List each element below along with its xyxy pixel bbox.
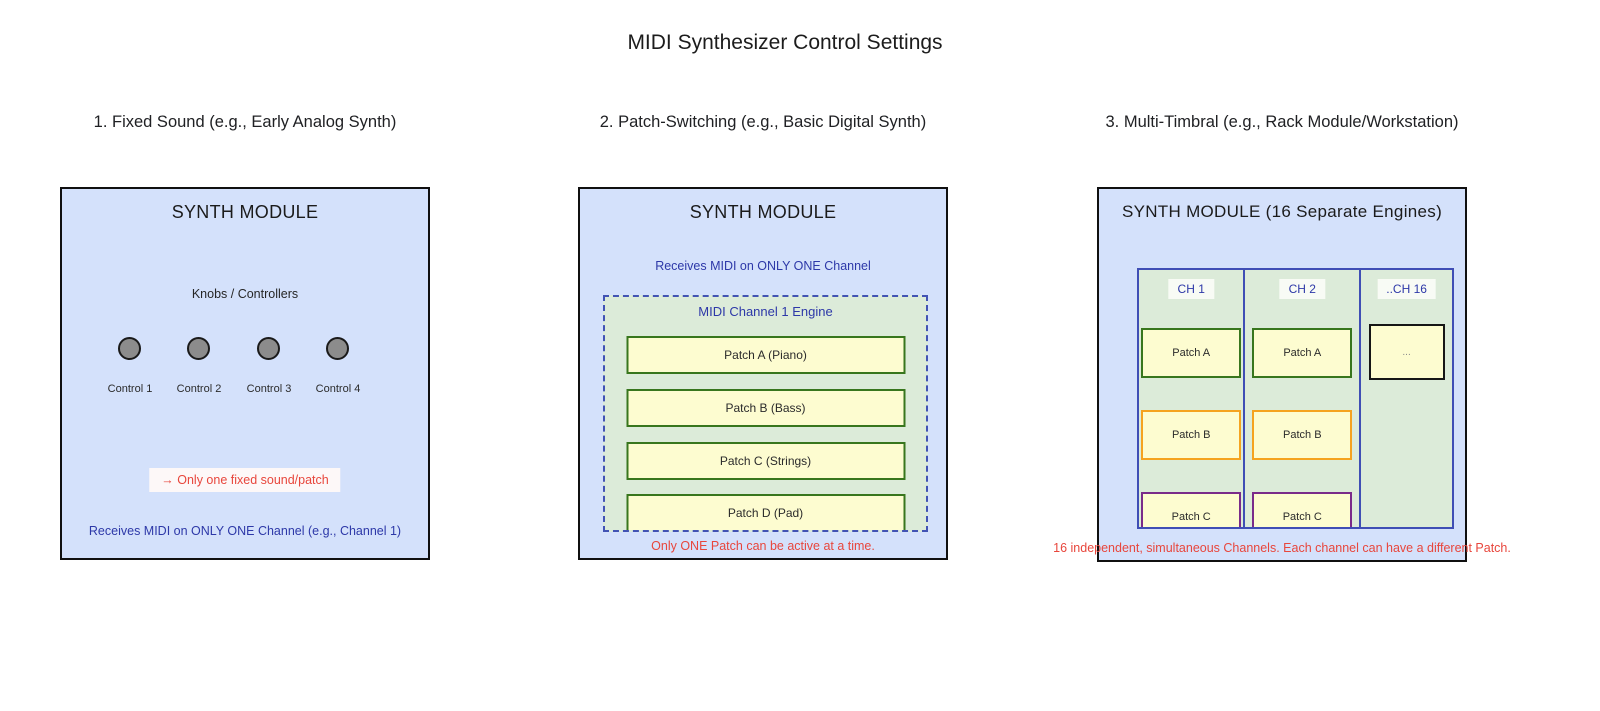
synth-module-title: SYNTH MODULE xyxy=(689,202,837,222)
patch-box: Patch B xyxy=(1141,410,1242,460)
engine-title: MIDI Channel 1 Engine xyxy=(698,304,833,319)
patch-box: Patch A (Piano) xyxy=(626,336,905,374)
fixed-sound-panel: SYNTH MODULE Knobs / Controllers Control… xyxy=(60,187,430,560)
midi-channel-note: Receives MIDI on ONLY ONE Channel (e.g.,… xyxy=(88,524,402,538)
channel-column-1: CH 1 Patch A Patch B Patch C xyxy=(1139,270,1246,527)
patch-box-ellipsis: ... xyxy=(1368,324,1445,380)
patch-box: Patch B xyxy=(1252,410,1353,460)
channel-label: CH 1 xyxy=(1168,279,1214,299)
patch-box: Patch A xyxy=(1141,328,1242,378)
multi-timbral-panel: SYNTH MODULE (16 Separate Engines) CH 1 … xyxy=(1053,187,1511,562)
knob-icon xyxy=(326,337,349,360)
synth-module-title: SYNTH MODULE xyxy=(171,202,319,222)
patch-box: Patch B (Bass) xyxy=(626,389,905,427)
channels-note: 16 independent, simultaneous Channels. E… xyxy=(1053,541,1511,555)
patch-box: Patch C (Strings) xyxy=(626,442,905,480)
channel-column-2: CH 2 Patch A Patch B Patch C xyxy=(1245,270,1362,527)
knob-icon xyxy=(118,337,141,360)
page-title: MIDI Synthesizer Control Settings xyxy=(627,31,943,54)
engines-box: CH 1 Patch A Patch B Patch C CH 2 Patch … xyxy=(1137,268,1454,529)
patch-box: Patch C xyxy=(1141,492,1242,527)
midi-channel-note: Receives MIDI on ONLY ONE Channel xyxy=(655,259,871,273)
channel-label: CH 2 xyxy=(1279,279,1325,299)
one-patch-note: Only ONE Patch can be active at a time. xyxy=(651,539,875,553)
synth-module-title: SYNTH MODULE (16 Separate Engines) xyxy=(1121,202,1443,221)
patch-switching-panel: SYNTH MODULE Receives MIDI on ONLY ONE C… xyxy=(578,187,948,560)
patch-box: Patch D (Pad) xyxy=(626,494,905,530)
section-heading-fixed-sound: 1. Fixed Sound (e.g., Early Analog Synth… xyxy=(93,113,397,131)
knob-icon xyxy=(257,337,280,360)
control-label: Control 2 xyxy=(176,383,222,395)
channel-label: ..CH 16 xyxy=(1377,279,1436,299)
patch-box: Patch C xyxy=(1252,492,1353,527)
patch-box: Patch A xyxy=(1252,328,1353,378)
control-label: Control 4 xyxy=(315,383,361,395)
section-heading-multi-timbral: 3. Multi-Timbral (e.g., Rack Module/Work… xyxy=(1105,113,1459,131)
channel-column-16: ..CH 16 ... xyxy=(1361,270,1452,527)
control-label: Control 3 xyxy=(246,383,292,395)
control-label: Control 1 xyxy=(107,383,153,395)
knob-icon xyxy=(187,337,210,360)
fixed-sound-note: → Only one fixed sound/patch xyxy=(149,468,341,492)
section-heading-patch-switching: 2. Patch-Switching (e.g., Basic Digital … xyxy=(599,113,927,131)
midi-channel-engine-box: MIDI Channel 1 Engine Patch A (Piano) Pa… xyxy=(603,295,928,532)
knobs-controllers-label: Knobs / Controllers xyxy=(191,287,299,301)
